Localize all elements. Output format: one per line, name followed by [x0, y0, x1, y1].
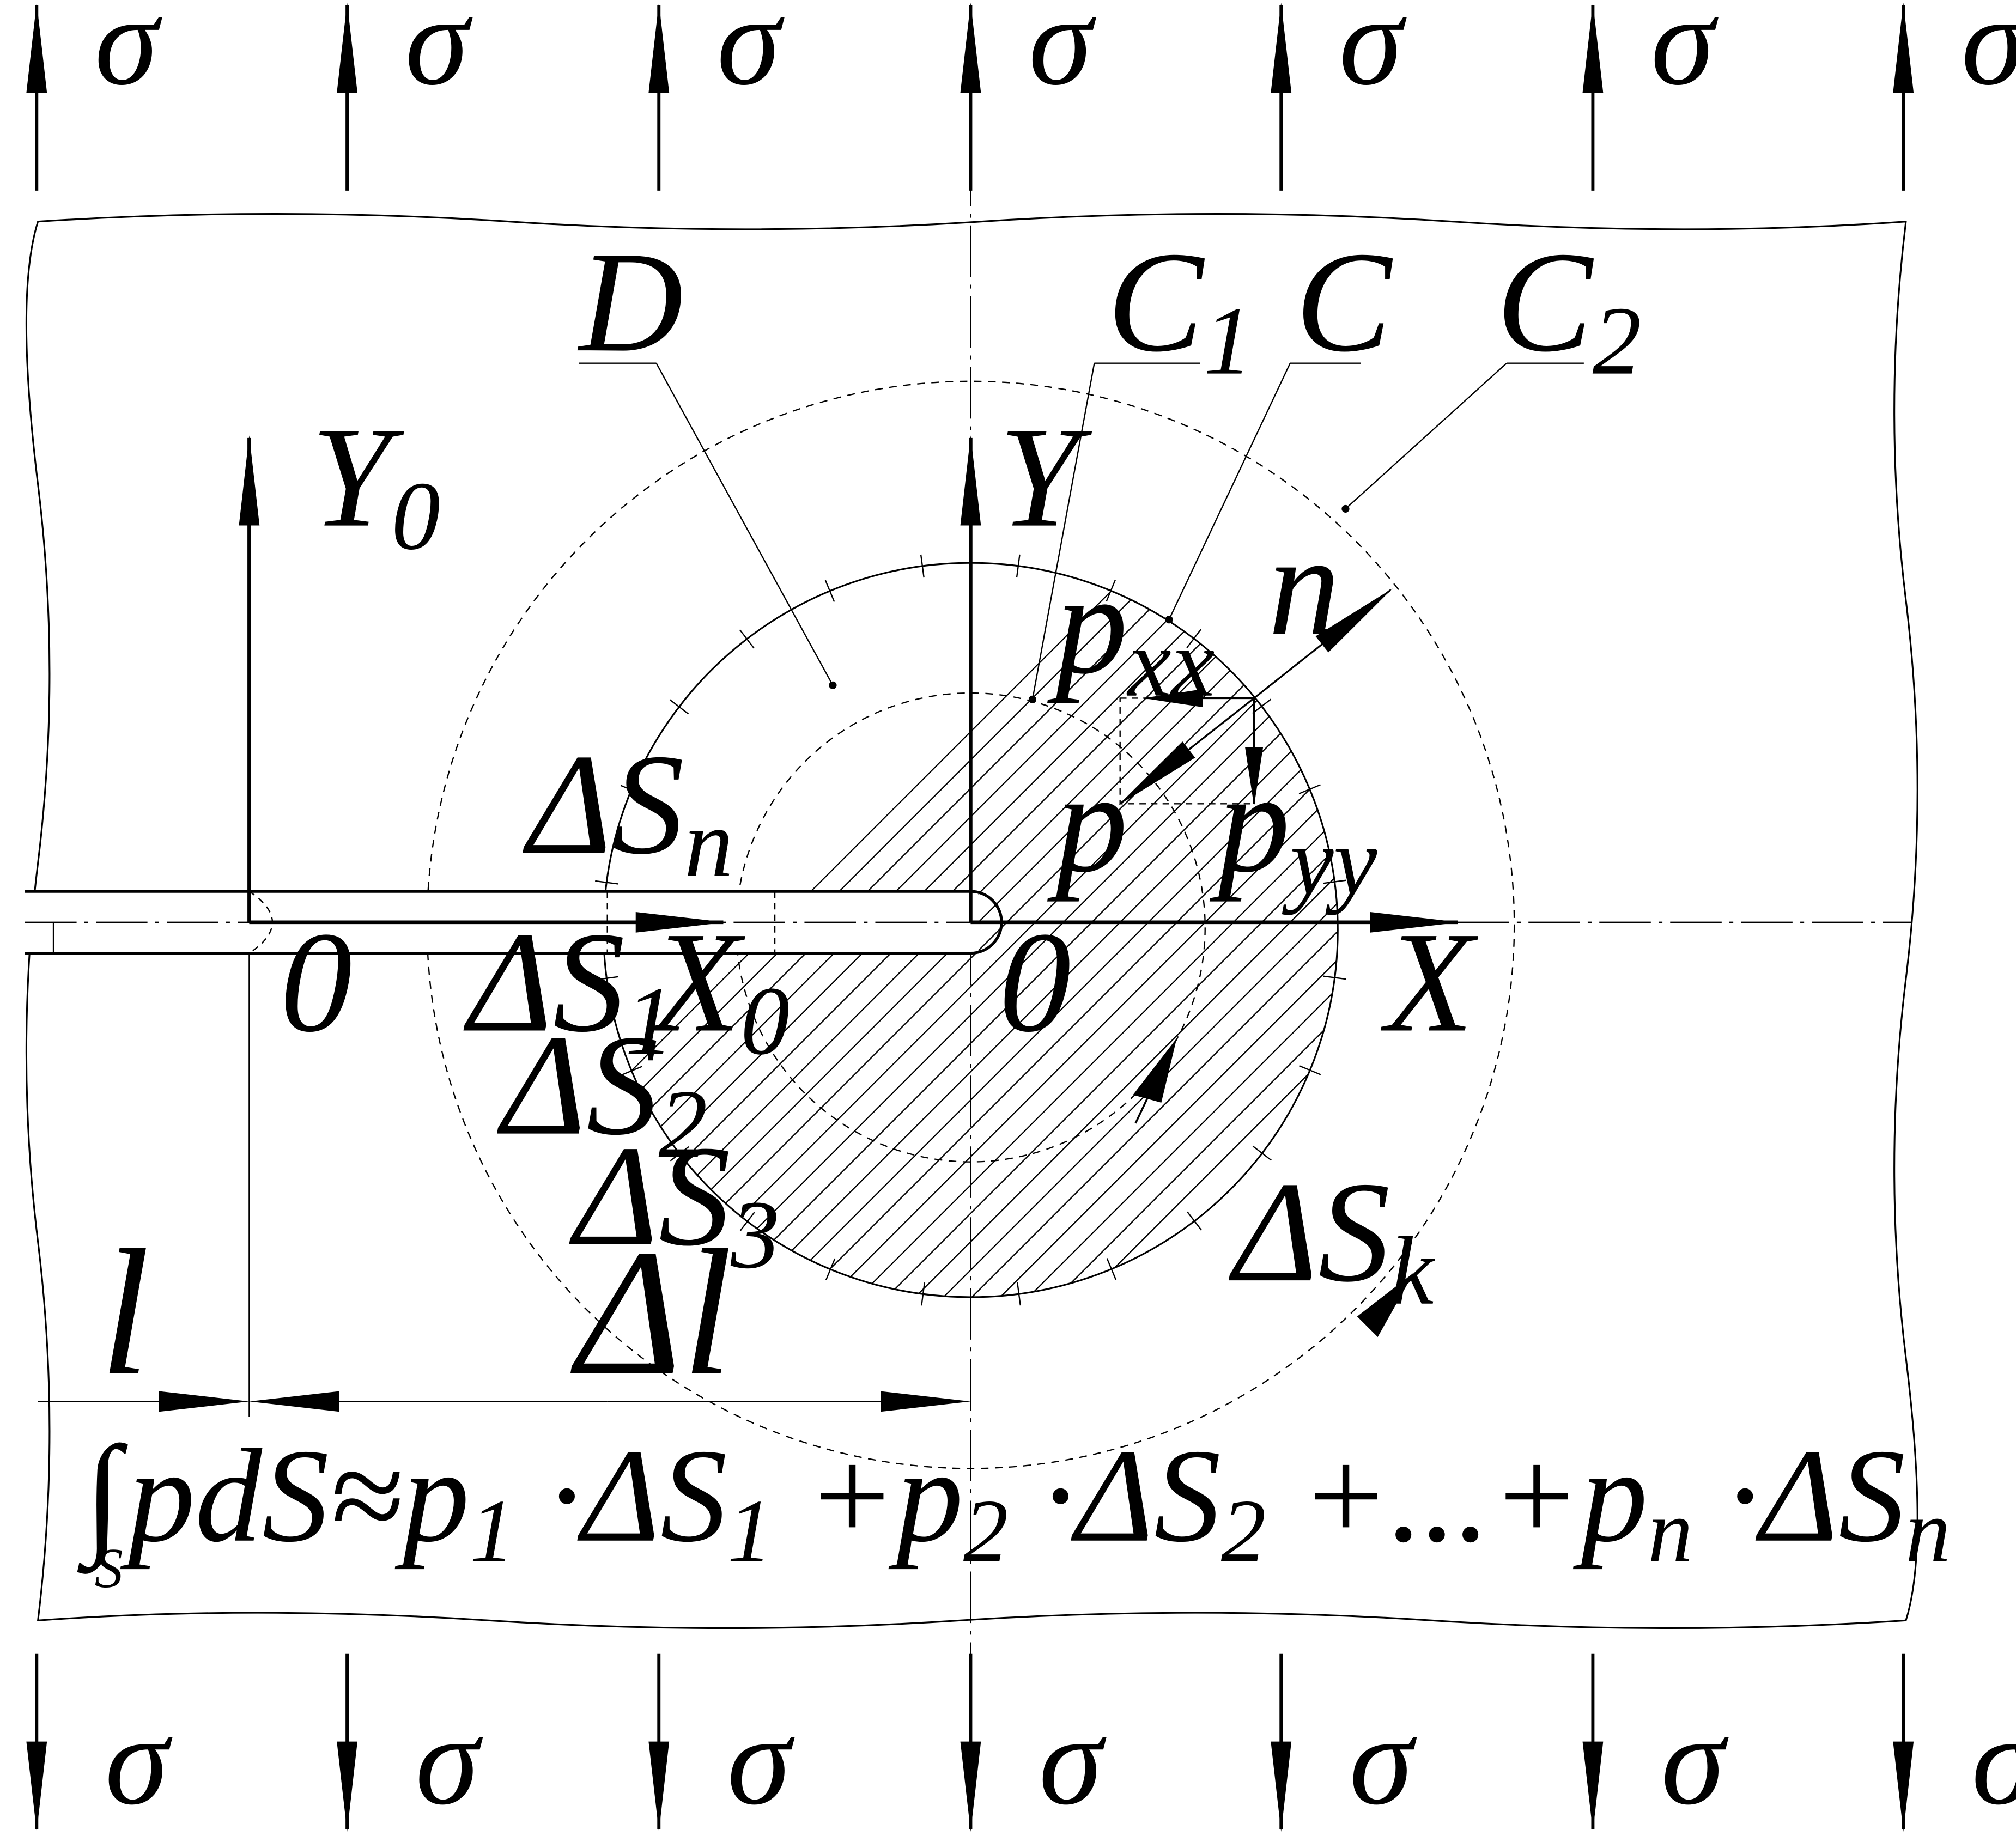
segment-tick [1106, 580, 1116, 602]
contour-C-segment-ticks [595, 554, 1346, 1306]
label-dS-n: ΔSn [521, 725, 733, 897]
labels: D C1 C C2 Y0 Y X0 X 0 0 n pxx p pyy ΔSn … [100, 222, 1641, 1412]
label-p-yy: pyy [1209, 743, 1377, 915]
hatch-line [937, 563, 1338, 1297]
segment-tick [621, 1066, 643, 1076]
sigma-label: σ [405, 0, 473, 112]
normal-vector-n [1253, 588, 1393, 699]
hatch-line [710, 563, 1338, 1297]
label-n: n [1268, 506, 1340, 665]
segment-tick [595, 976, 618, 981]
segment-tick [620, 785, 642, 795]
crack [25, 890, 1003, 955]
hatch-line [767, 563, 1338, 1297]
segment-tick [1186, 629, 1202, 648]
label-l: l [100, 1212, 150, 1412]
label-C: C [1295, 222, 1394, 382]
segment-tick [920, 554, 925, 578]
segment-tick [1252, 1145, 1272, 1161]
plate-outline [25, 212, 1918, 1630]
segment-tick [825, 1258, 836, 1280]
segment-tick [1106, 1258, 1117, 1280]
label-C1: C1 [1107, 222, 1252, 395]
hatch-line [908, 563, 1338, 1297]
axes [239, 435, 1460, 933]
label-origin-left: 0 [280, 902, 352, 1062]
traction-construction [1118, 588, 1393, 807]
sigma-label: σ [105, 1689, 173, 1832]
segment-tick [739, 629, 755, 649]
sigma-label: σ [1339, 0, 1407, 112]
label-origin-right: 0 [999, 902, 1071, 1062]
sigma-label: σ [727, 1689, 796, 1832]
segment-tick [670, 1146, 689, 1162]
hatch-line [738, 563, 1338, 1297]
hatch-line [880, 563, 1338, 1297]
sigma-label: σ [1029, 0, 1097, 112]
segment-tick [1299, 1065, 1321, 1075]
segment-tick [1252, 698, 1272, 714]
integral-formula: ∫ S pdS≈p1 ·ΔS1 +p2 ·ΔS2 +...+pn ·ΔSn [77, 1419, 1951, 1600]
label-p-xx: pxx [1047, 544, 1215, 717]
sigma-label: σ [1962, 0, 2016, 112]
segment-tick [595, 880, 618, 885]
contour-C1 [735, 692, 1206, 1163]
sigma-label: σ [1972, 1689, 2016, 1832]
segment-tick [1323, 975, 1346, 980]
top-sigma-labels: σ σ σ σ σ σ σ [95, 0, 2016, 112]
sigma-label: σ [1651, 0, 1719, 112]
sigma-label: σ [1350, 1689, 1418, 1832]
integral-limit: S [95, 1536, 123, 1600]
traction-vector-p [1118, 697, 1255, 806]
sigma-label: σ [415, 1689, 483, 1832]
hatch-line [795, 563, 1338, 1297]
segment-tick [921, 1282, 926, 1306]
sigma-label: σ [717, 0, 785, 112]
hatch-line [852, 563, 1338, 1297]
C1-direction-arrow [1133, 1038, 1177, 1103]
label-Y: Y [999, 398, 1094, 557]
label-Y0: Y0 [311, 398, 440, 570]
label-dS-k: ΔSk [1226, 1152, 1435, 1325]
leader-lines [579, 362, 1584, 703]
label-C2: C2 [1496, 222, 1641, 395]
formula-expression: pdS≈p1 ·ΔS1 +p2 ·ΔS2 +...+pn ·ΔSn [120, 1422, 1951, 1581]
segment-tick [1298, 784, 1321, 794]
sigma-label: σ [95, 0, 163, 112]
hatch-line [965, 563, 1338, 1297]
segment-tick [1016, 554, 1021, 578]
segment-tick [669, 699, 689, 715]
segment-tick [739, 1212, 755, 1231]
label-dS-1: ΔS1 [462, 902, 674, 1075]
bottom-sigma-labels: σ σ σ σ σ σ σ [105, 1689, 2016, 1832]
label-D: D [577, 222, 683, 382]
segment-tick [824, 580, 835, 602]
sigma-label: σ [1039, 1689, 1107, 1832]
label-dS-3: ΔS3 [567, 1116, 780, 1289]
contour-direction-arrows [1133, 1038, 1414, 1338]
segment-tick [1187, 1211, 1203, 1231]
label-dS-2: ΔS2 [495, 1006, 707, 1178]
label-X0: X0 [646, 902, 790, 1075]
label-delta-l: Δl [568, 1212, 732, 1412]
hatch-line [823, 563, 1338, 1297]
segment-tick [1323, 879, 1346, 884]
C2-direction-arrow [1357, 1272, 1414, 1338]
hatch-line [681, 563, 1338, 1297]
segment-tick [1017, 1282, 1021, 1306]
integral-sign: ∫ [77, 1419, 128, 1574]
label-X: X [1379, 902, 1480, 1062]
sigma-label: σ [1661, 1689, 1729, 1832]
label-p: p [1047, 743, 1128, 902]
